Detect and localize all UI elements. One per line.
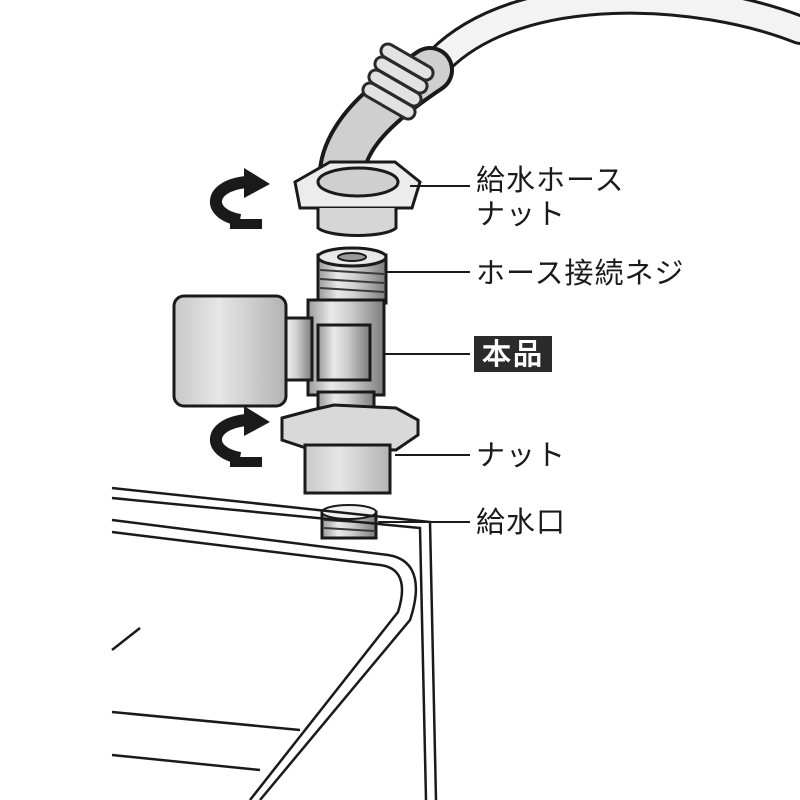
label-water-inlet: 給水口 [476, 505, 567, 539]
hose-connection-screw [316, 246, 388, 305]
hose-nut [293, 160, 422, 237]
lower-nut [280, 403, 420, 495]
leader-lines [378, 185, 470, 523]
valve-body [172, 294, 386, 420]
rotate-arrow-upper [206, 168, 270, 229]
label-nut: ナット [476, 438, 567, 472]
washing-machine [111, 486, 438, 800]
rotate-arrow-lower [209, 406, 270, 467]
water-hose [317, 0, 800, 209]
label-hose-nut-line2: ナット [476, 197, 567, 231]
label-product: 本品 [474, 336, 553, 372]
label-hose-screw: ホース接続ネジ [476, 256, 685, 290]
label-hose-nut-line1: 給水ホース [476, 163, 625, 197]
